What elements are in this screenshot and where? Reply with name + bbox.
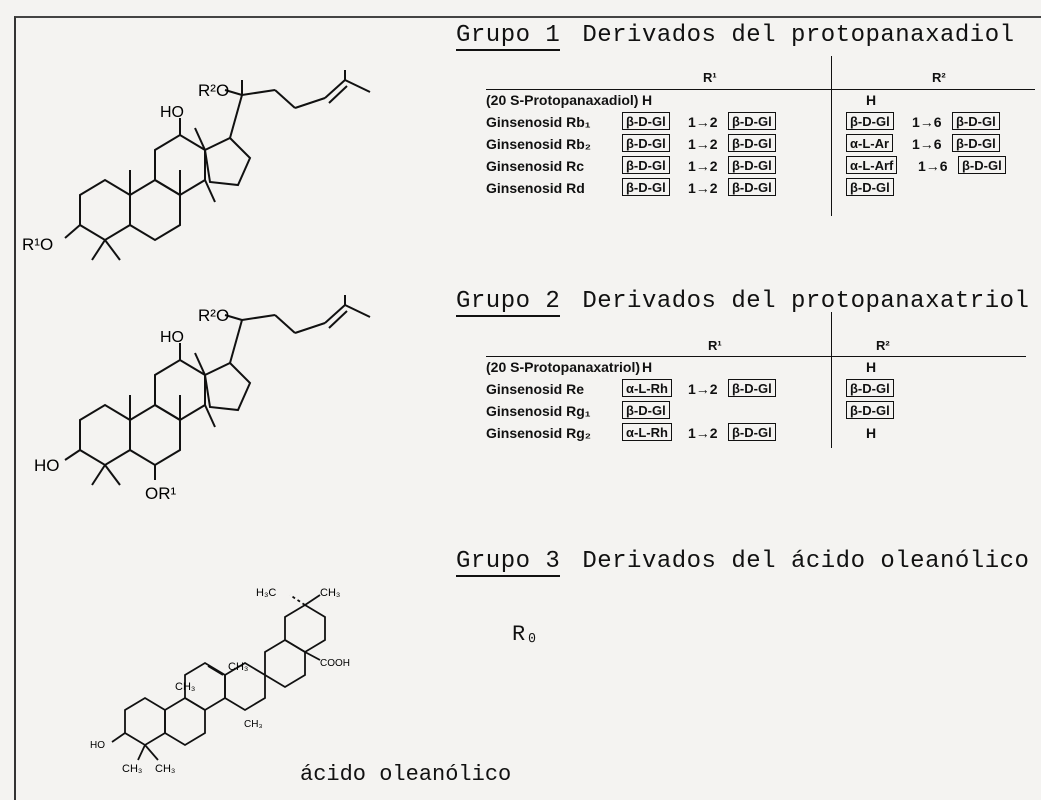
s3-ch3-d-label: CH₃ [122,763,142,775]
group3-title: Derivados del ácido oleanólico [582,548,1030,575]
sugar-box: β-D-Gl [622,134,670,152]
protopanaxadiol-structure: R²O HO R¹O [22,70,371,261]
glycosidic-link: 1→2 [688,114,718,130]
group1-col-r1: R¹ [703,70,717,85]
sugar-box: β-D-Gl [846,178,894,196]
oleanolic-acid-caption: ácido oleanólico [300,762,512,787]
hydrogen-substituent: H [866,92,877,108]
sugar-box: β-D-Gl [952,112,1000,130]
glycosidic-link: 1→2 [688,381,718,397]
sugar-box: β-D-Gl [846,401,894,419]
s2-or1-label: OR¹ [145,484,177,503]
table-row: Ginsenosid Rg₂ α-L-Rh 1→2 β-D-Gl H [486,422,1026,444]
glycosidic-link: 1→6 [918,158,948,174]
sugar-box: β-D-Gl [728,112,776,130]
s1-ho-label: HO [160,104,184,121]
glycosidic-link: 1→2 [688,425,718,441]
sugar-box: α-L-Ar [846,134,894,152]
table-row: Ginsenosid Rd β-D-Gl 1→2 β-D-Gl β-D-Gl [486,177,1041,199]
glycosidic-link: 1→2 [688,180,718,196]
compound-name: Ginsenosid Rd [486,180,585,196]
oleanolic-acid-structure: H₃C CH₃ COOH CH₃ CH₃ CH₃ HO CH₃ CH₃ [90,587,350,775]
sugar-box: β-D-Gl [728,178,776,196]
sugar-box: α-L-Rh [622,379,672,397]
s3-ch3-b-label: CH₃ [228,661,248,673]
glycosidic-link: 1→6 [912,136,942,152]
compound-name: (20 S-Protopanaxatriol) [486,359,641,375]
compound-name: Ginsenosid Rc [486,158,585,174]
compound-name: Ginsenosid Rb₁ [486,114,591,130]
figure-frame [14,16,1041,800]
compound-name: Ginsenosid Re [486,381,585,397]
group1-heading: Grupo 1 Derivados del protopanaxadiol [456,22,1015,51]
s3-ch3-e-label: CH₃ [155,763,175,775]
table-row: Ginsenosid Rg₁ β-D-Gl β-D-Gl [486,400,1026,422]
sugar-box: β-D-Gl [622,112,670,130]
group3-compound: R₀ [512,622,539,647]
group2-label: Grupo 2 [456,288,561,317]
glycosidic-link: 1→6 [912,114,942,130]
group3-label: Grupo 3 [456,548,561,577]
group2-divider [831,312,832,448]
group3-heading: Grupo 3 Derivados del ácido oleanólico [456,548,1029,577]
compound-name: (20 S-Protopanaxadiol) [486,92,639,108]
sugar-box: β-D-Gl [622,401,670,419]
s3-ch3-a-label: CH₃ [175,681,195,693]
sugar-box: β-D-Gl [728,379,776,397]
table-row: Ginsenosid Re α-L-Rh 1→2 β-D-Gl β-D-Gl [486,378,1026,400]
group2-col-r2: R² [876,338,890,353]
s1-r2o-label: R²O [198,81,229,100]
table-row: Ginsenosid Rc β-D-Gl 1→2 β-D-Gl α-L-Arf 1→6 β-… [486,155,1041,177]
sugar-box: β-D-Gl [846,112,894,130]
sugar-box: β-D-Gl [622,178,670,196]
compound-name: Ginsenosid Rg₁ [486,403,591,419]
hydrogen-substituent: H [866,359,877,375]
hydrogen-substituent: H [642,92,653,108]
group1-title: Derivados del protopanaxadiol [582,22,1015,49]
compound-name: Ginsenosid Rb₂ [486,136,592,152]
s2-ho3-label: HO [34,456,60,475]
s3-ho-label: HO [90,740,105,751]
group1-col-r2: R² [932,70,946,85]
s3-ch3-c-label: CH₃ [244,719,263,730]
protopanaxatriol-structure: R²O HO HO OR¹ [34,295,371,503]
group2-heading: Grupo 2 Derivados del protopanaxatriol [456,288,1029,317]
sugar-box: β-D-Gl [622,156,670,174]
glycosidic-link: 1→2 [688,158,718,174]
table-row: Ginsenosid Rb₂ β-D-Gl 1→2 β-D-Gl α-L-Ar 1→6 β-… [486,133,1041,155]
s3-cooh-label: COOH [320,658,350,669]
sugar-box: β-D-Gl [728,156,776,174]
sugar-box: α-L-Arf [846,156,898,174]
s3-ch3-top-label: CH₃ [320,587,340,599]
group1-divider [831,56,832,216]
hydrogen-substituent: H [866,425,877,441]
sugar-box: β-D-Gl [728,423,776,441]
table-row: Ginsenosid Rb₁ β-D-Gl 1→2 β-D-Gl β-D-Gl 1→6 β-… [486,111,1041,133]
compound-name: Ginsenosid Rg₂ [486,425,592,441]
sugar-box: β-D-Gl [958,156,1006,174]
sugar-box: β-D-Gl [952,134,1000,152]
glycosidic-link: 1→2 [688,136,718,152]
group1-label: Grupo 1 [456,22,561,51]
sugar-box: β-D-Gl [728,134,776,152]
group1-header-rule [486,89,1035,90]
sugar-box: β-D-Gl [846,379,894,397]
hydrogen-substituent: H [642,359,653,375]
group2-col-r1: R¹ [708,338,722,353]
group2-title: Derivados del protopanaxatriol [582,288,1030,315]
s2-ho-label: HO [160,329,184,346]
s2-r2o-label: R²O [198,306,229,325]
group2-header-rule [486,356,1026,357]
s1-r1o-label: R¹O [22,235,53,254]
s3-h3c-label: H₃C [256,587,276,599]
sugar-box: α-L-Rh [622,423,672,441]
